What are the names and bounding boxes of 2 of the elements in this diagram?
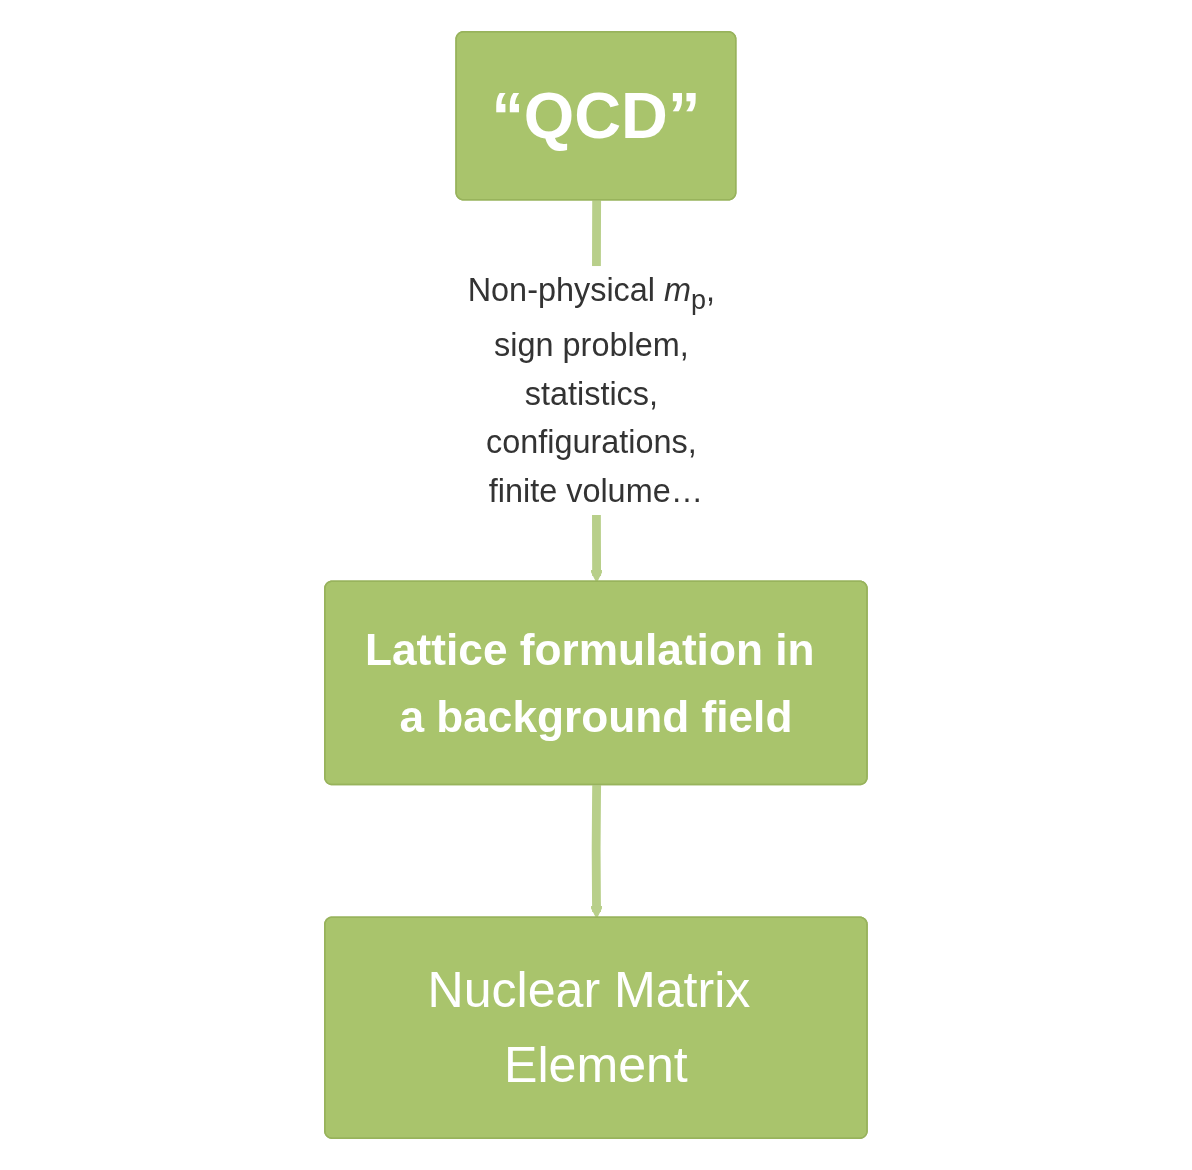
edge-label: Non-physical m$_{p}$, sign problem, statistics, configurations, finite volume… bbox=[467, 271, 716, 510]
arrow bbox=[590, 785, 604, 919]
